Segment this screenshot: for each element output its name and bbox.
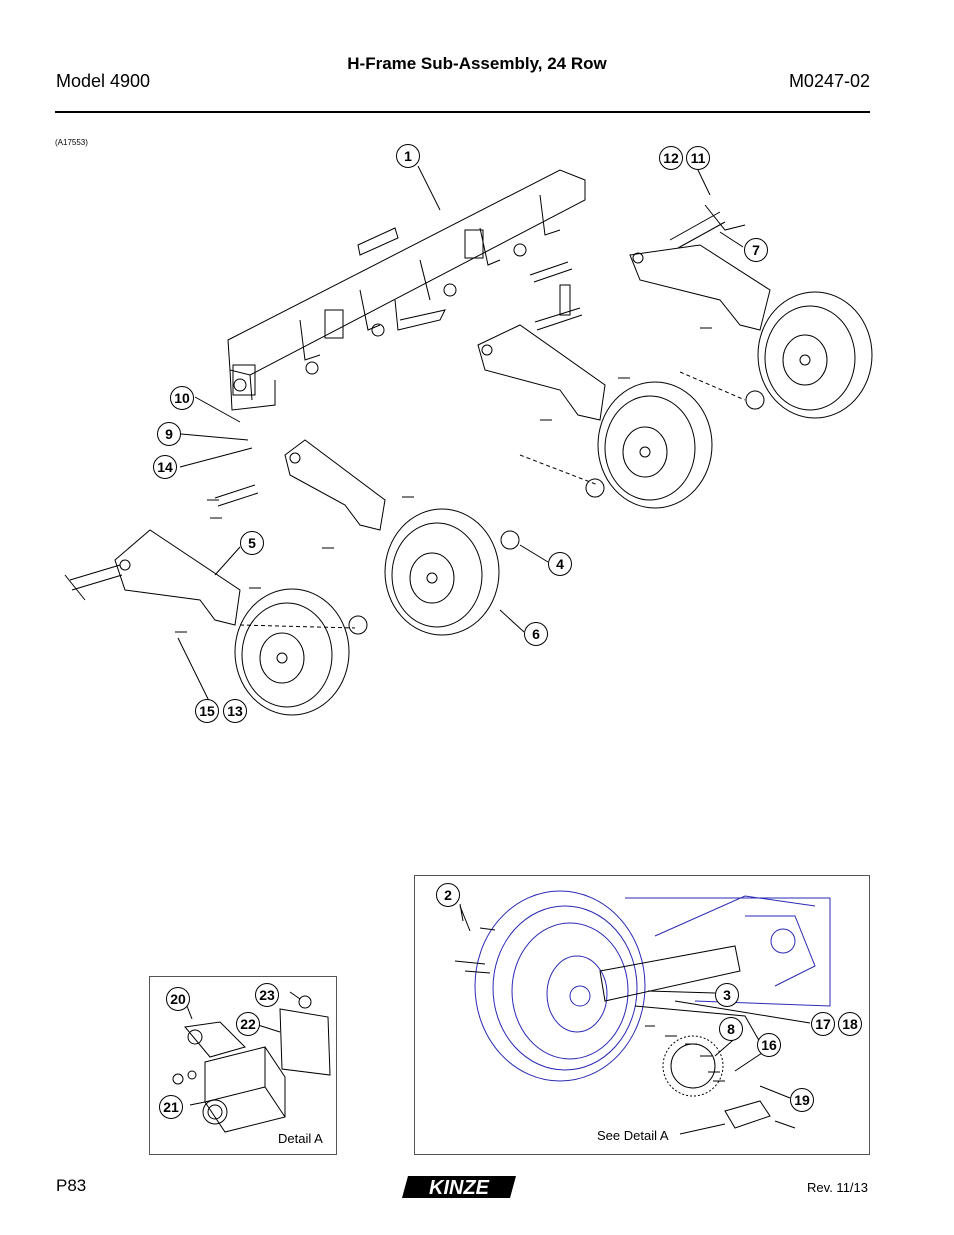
callout-21: 21 [159,1095,183,1119]
callout-14: 14 [153,455,177,479]
revision-label: Rev. 11/13 [807,1180,868,1195]
callout-19: 19 [790,1088,814,1112]
detail-a-label: Detail A [278,1131,323,1146]
wheel-middle-left [384,508,520,636]
callout-7: 7 [744,238,768,262]
callout-13: 13 [223,699,247,723]
document-code: M0247-02 [788,71,870,91]
tire-detail [474,890,831,1082]
arm-middle-right [477,324,606,421]
callout-12: 12 [659,146,683,170]
detail-a-box: 20 23 22 21 Detail A [149,976,337,1155]
kinze-logo: KINZE [402,1176,516,1199]
callout-5: 5 [240,531,264,555]
callout-8: 8 [719,1017,743,1041]
leader-lines [177,165,744,704]
callout-6: 6 [524,622,548,646]
bolts [175,327,712,633]
arm-middle-left [284,439,386,531]
wheel-middle-right [585,381,713,509]
wheel-left-lower [234,588,368,716]
callout-22: 22 [236,1012,260,1036]
figure-reference: (A17553) [55,138,88,147]
callout-9: 9 [157,422,181,446]
callout-17: 17 [811,1012,835,1036]
callout-23: 23 [255,983,279,1007]
callout-18: 18 [838,1012,862,1036]
brand-text: KINZE [429,1177,490,1199]
callout-3: 3 [715,983,739,1007]
callout-1: 1 [396,144,420,168]
h-frame-beam [227,169,586,411]
arm-7 [629,244,771,331]
callout-20: 20 [166,987,190,1011]
model-label: Model 4900 [56,71,151,91]
page-title: H-Frame Sub-Assembly, 24 Row [347,54,607,73]
page-number: P83 [56,1176,87,1195]
header-divider [55,111,870,113]
callout-10: 10 [170,386,194,410]
wheel-sensor-box: 2 3 17 18 8 16 19 See Detail A [414,875,870,1155]
callout-11: 11 [686,146,710,170]
callout-16: 16 [757,1033,781,1057]
callout-4: 4 [548,552,572,576]
wheel-right-upper [745,291,873,419]
wheel-sensor-drawing [454,890,831,1135]
callout-15: 15 [195,699,219,723]
see-detail-a-label: See Detail A [597,1128,669,1143]
callout-2: 2 [436,883,460,907]
arm-5 [114,529,241,626]
sensor-detail-drawing [172,991,331,1133]
